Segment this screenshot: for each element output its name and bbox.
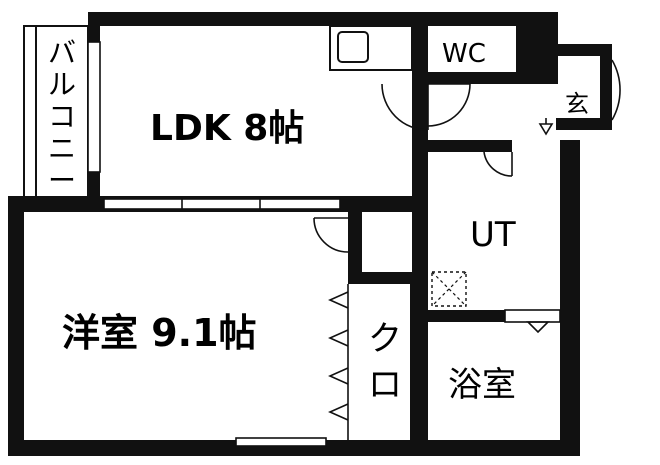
windows (87, 41, 561, 447)
washing-machine-space (431, 271, 467, 307)
room-label-ldk: LDK 8帖 (150, 108, 304, 149)
room-label-wc: WC (442, 39, 486, 69)
room-label-western: 洋室 9.1帖 (62, 311, 257, 355)
room-label-closet-2: ロ (368, 365, 402, 405)
balcony-char-2: ル (48, 68, 76, 101)
room-label-bath: 浴室 (448, 365, 516, 405)
balcony-char-5: ー (48, 164, 76, 197)
room-label-entrance: 玄 (565, 90, 589, 118)
balcony-char-1: バ (48, 36, 76, 69)
balcony-char-3: コ (48, 100, 76, 133)
outer-walls (8, 12, 612, 456)
room-label-closet-1: ク (368, 319, 402, 359)
doors (313, 59, 621, 334)
closet-doors (328, 284, 349, 440)
room-label-ut: UT (470, 215, 516, 255)
kitchen-counter (329, 25, 413, 71)
balcony-char-4: ニ (48, 132, 76, 165)
